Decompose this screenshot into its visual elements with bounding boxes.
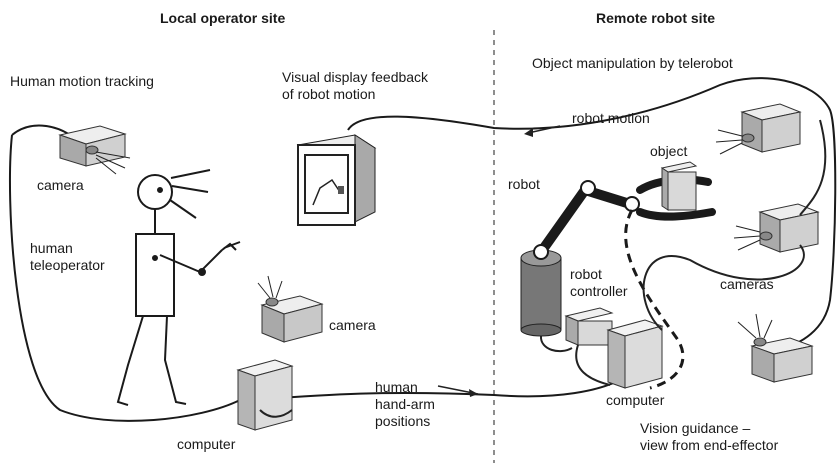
vision-guidance-path bbox=[624, 209, 685, 390]
computer-icon-local bbox=[236, 359, 294, 431]
label-robot: robot bbox=[508, 176, 540, 192]
camera-icon-top bbox=[58, 125, 131, 175]
camera-icon-remote-2 bbox=[733, 203, 820, 253]
camera-icon-remote-3 bbox=[737, 313, 814, 383]
label-robot-motion: robot motion bbox=[572, 110, 650, 126]
label-human-teleoperator: human teleoperator bbox=[30, 240, 105, 273]
object-block-icon bbox=[660, 161, 698, 211]
robot-controller-box bbox=[564, 307, 614, 386]
label-human-motion-tracking: Human motion tracking bbox=[10, 73, 154, 89]
label-computer-local: computer bbox=[177, 436, 236, 452]
label-object-manipulation: Object manipulation by telerobot bbox=[532, 55, 733, 71]
robot-base-icon bbox=[520, 249, 573, 353]
camera-icon-bottom bbox=[257, 275, 324, 343]
camera-icon-remote-1 bbox=[715, 103, 802, 155]
label-computer-remote: computer bbox=[606, 392, 665, 408]
communication-cable bbox=[9, 77, 837, 422]
label-camera-bottom: camera bbox=[329, 317, 376, 333]
label-human-hand-arm-positions: human hand-arm positions bbox=[375, 379, 435, 429]
label-robot-controller: robot controller bbox=[570, 266, 628, 299]
label-visual-display-feedback: Visual display feedback of robot motion bbox=[282, 69, 429, 102]
human-figure-icon bbox=[116, 169, 241, 406]
heading-remote-site: Remote robot site bbox=[596, 10, 716, 26]
label-camera-top: camera bbox=[37, 177, 84, 193]
label-cameras: cameras bbox=[720, 276, 774, 292]
monitor-icon bbox=[296, 134, 377, 226]
heading-local-site: Local operator site bbox=[160, 10, 286, 26]
computer-icon-remote bbox=[606, 319, 664, 389]
label-object: object bbox=[650, 143, 688, 159]
label-vision-guidance: Vision guidance – view from end-effector bbox=[640, 420, 779, 453]
